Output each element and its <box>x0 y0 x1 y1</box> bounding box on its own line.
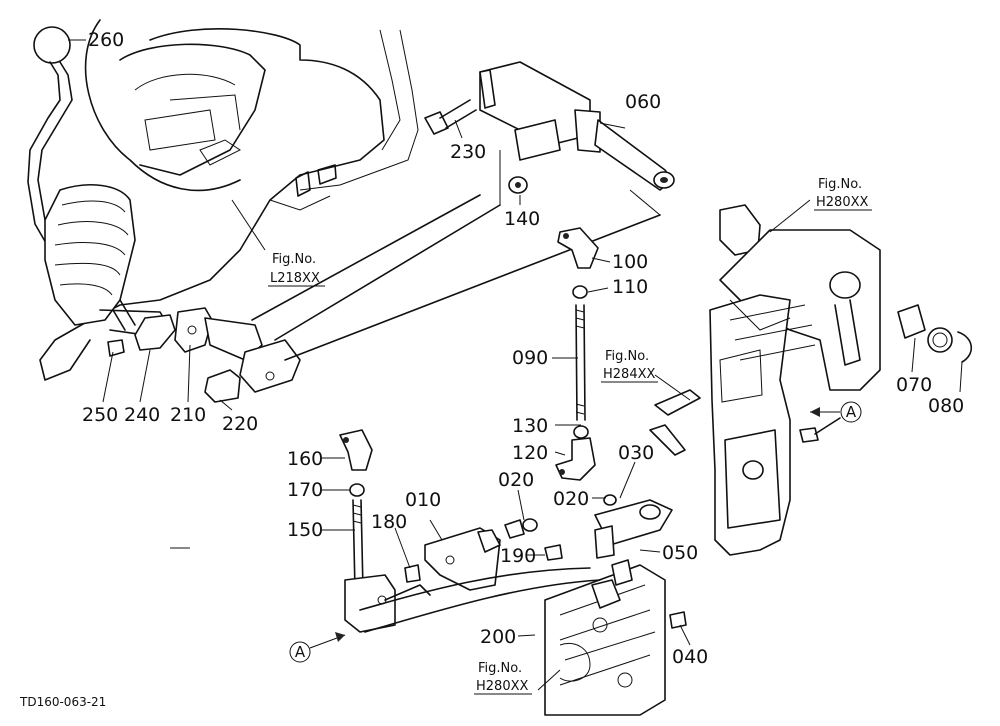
label-010: 010 <box>405 489 441 511</box>
label-090: 090 <box>512 347 548 369</box>
fig-ref-h280-top-code: H280XX <box>816 195 868 210</box>
fig-ref-h280-bottom-title: Fig.No. <box>478 661 522 676</box>
figure-ref-h280-top: Fig.No. H280XX <box>814 177 872 211</box>
arrow-marker-right: A <box>810 401 862 423</box>
fig-ref-l218-title: Fig.No. <box>272 252 316 267</box>
arrow-marker-left: A <box>289 632 346 663</box>
label-120: 120 <box>512 442 548 464</box>
label-070: 070 <box>896 374 932 396</box>
rod-090 <box>555 227 599 481</box>
fig-ref-h280-bottom-code: H280XX <box>476 679 528 694</box>
leader-lines <box>68 39 963 691</box>
label-100: 100 <box>612 251 648 273</box>
right-casting <box>649 204 973 556</box>
shaft-060 <box>424 61 675 194</box>
label-230: 230 <box>450 141 486 163</box>
label-110: 110 <box>612 276 648 298</box>
valve-block <box>544 494 687 716</box>
control-cables <box>359 567 601 633</box>
figure-ref-l218: Fig.No. L218XX <box>268 252 325 287</box>
ref-a-right: A <box>846 403 857 421</box>
label-030: 030 <box>618 442 654 464</box>
label-240: 240 <box>124 404 160 426</box>
label-200: 200 <box>480 626 516 648</box>
label-140: 140 <box>504 208 540 230</box>
tie-rods <box>251 150 661 361</box>
label-170: 170 <box>287 479 323 501</box>
label-130: 130 <box>512 415 548 437</box>
ref-a-left: A <box>295 643 306 661</box>
label-180: 180 <box>371 511 407 533</box>
label-190: 190 <box>500 545 536 567</box>
part-labels: 260 230 060 140 100 110 090 130 120 030 … <box>82 29 964 668</box>
fender-housing <box>39 19 419 381</box>
fig-ref-l218-code: L218XX <box>270 271 320 286</box>
label-020-upper: 020 <box>498 469 534 491</box>
drawing-code: TD160-063-21 <box>19 695 106 709</box>
rod-150 <box>339 429 421 633</box>
label-020-lower: 020 <box>553 488 589 510</box>
label-250: 250 <box>82 404 118 426</box>
label-260: 260 <box>88 29 124 51</box>
fig-ref-h284-code: H284XX <box>603 367 655 382</box>
label-050: 050 <box>662 542 698 564</box>
shift-lever-260 <box>27 26 169 336</box>
label-160: 160 <box>287 448 323 470</box>
fig-ref-h280-top-title: Fig.No. <box>818 177 862 192</box>
label-210: 210 <box>170 404 206 426</box>
linkage-assembly <box>107 307 301 403</box>
figure-ref-h280-bottom: Fig.No. H280XX <box>474 661 532 695</box>
lever-010 <box>424 518 563 591</box>
figure-ref-h284: Fig.No. H284XX <box>601 349 658 383</box>
label-040: 040 <box>672 646 708 668</box>
fig-ref-h284-title: Fig.No. <box>605 349 649 364</box>
label-220: 220 <box>222 413 258 435</box>
label-060: 060 <box>625 91 661 113</box>
label-080: 080 <box>928 395 964 417</box>
label-150: 150 <box>287 519 323 541</box>
